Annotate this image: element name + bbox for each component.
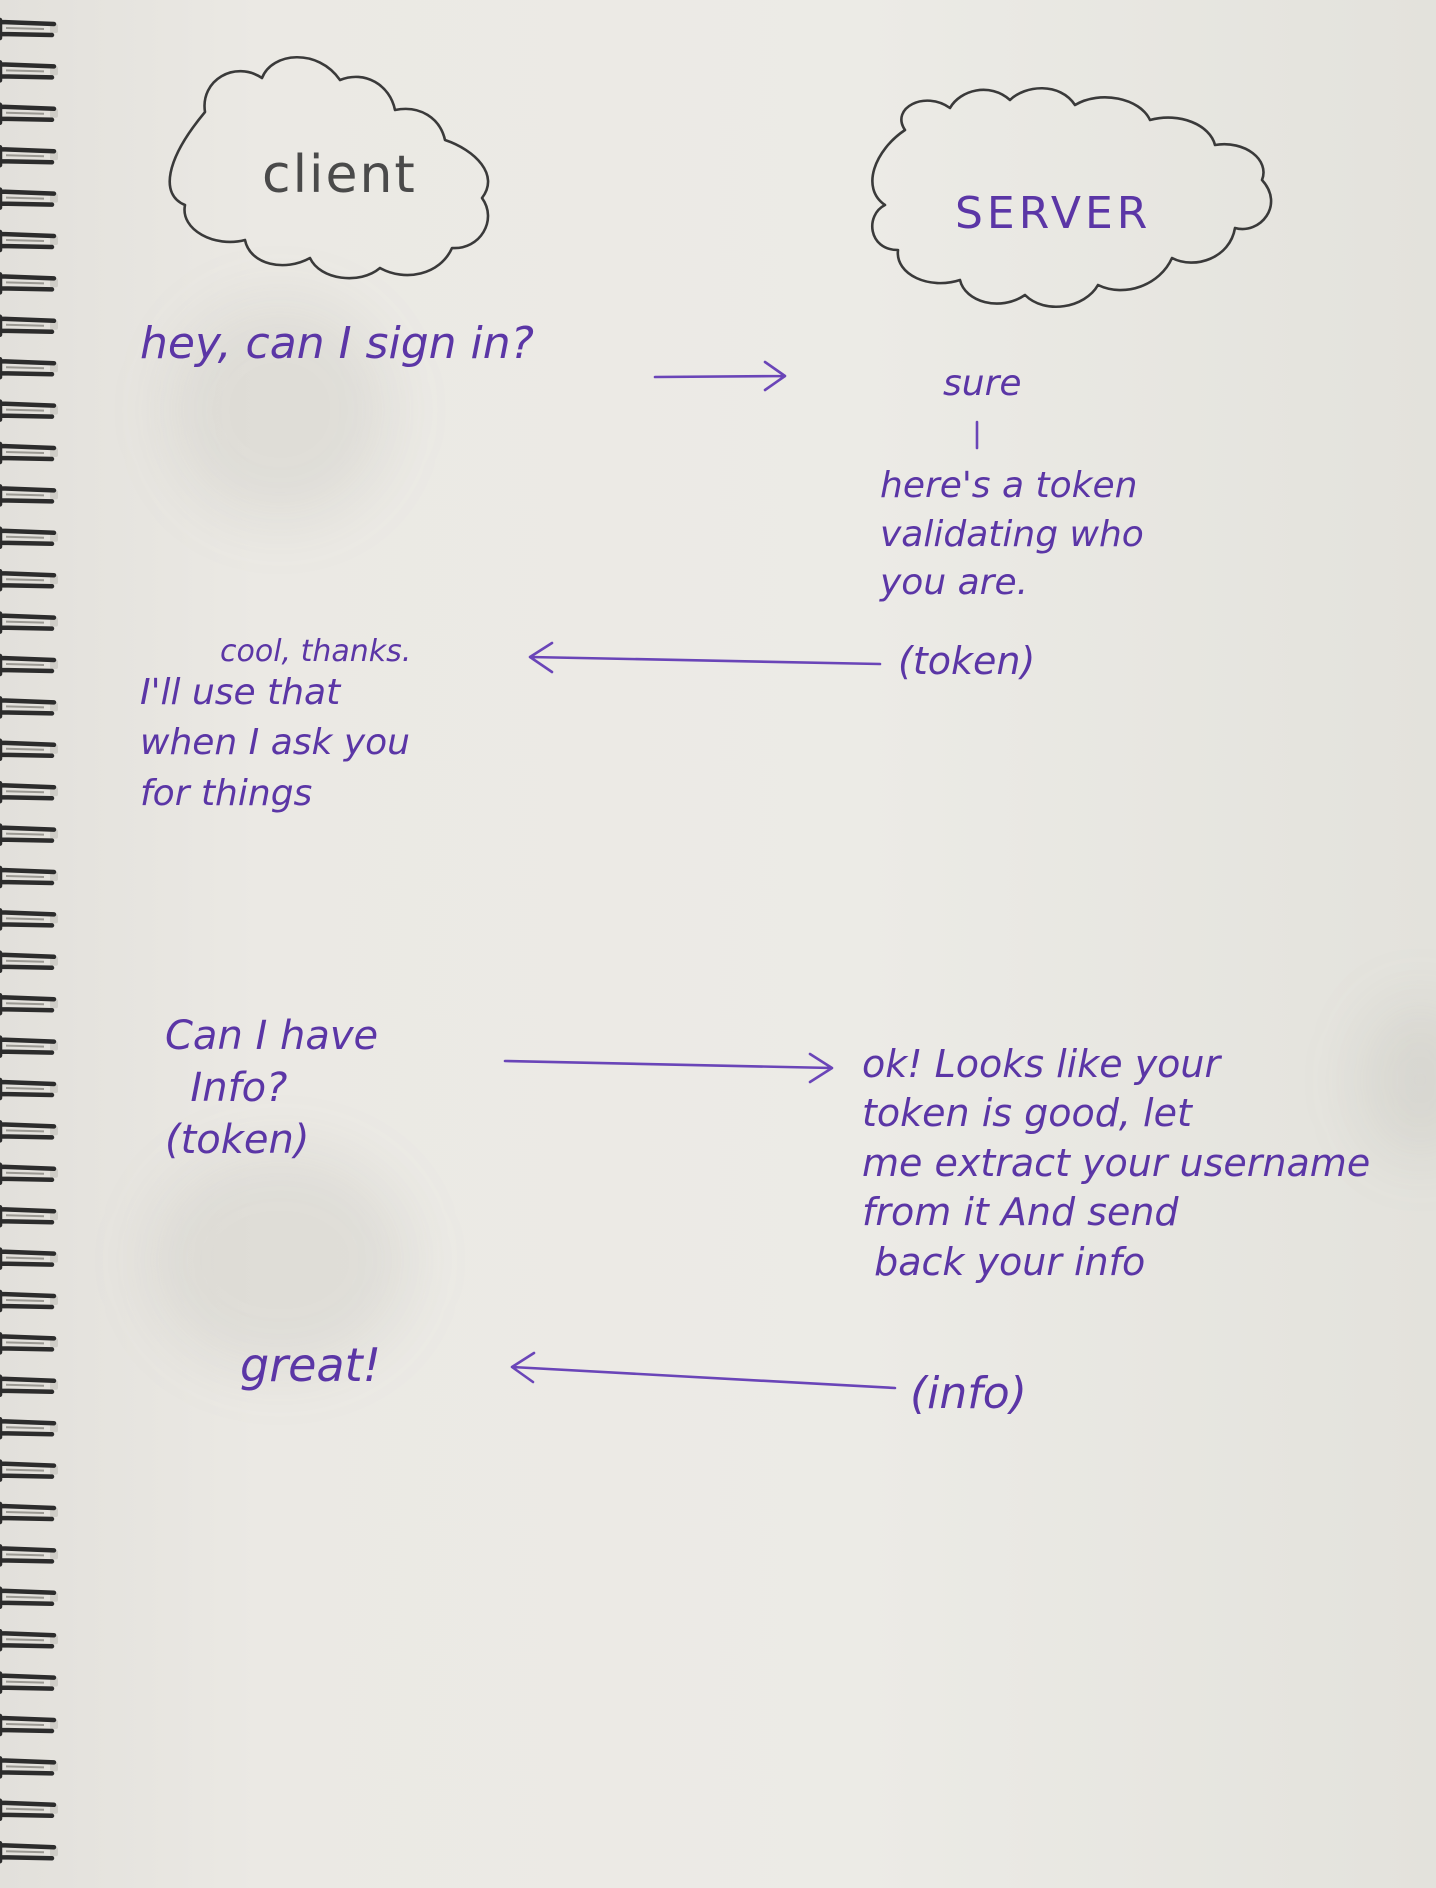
info-request: Can I have Info? (token) (165, 1013, 379, 1163)
spiral-ring (0, 1628, 58, 1652)
spiral-ring (0, 1501, 58, 1525)
spiral-ring (0, 1586, 58, 1610)
spiral-ring (0, 1247, 58, 1270)
spiral-ring (0, 1840, 58, 1864)
spiral-ring (0, 1459, 58, 1482)
arrow-token-to-client (528, 641, 882, 674)
paper-shadow (150, 1150, 410, 1370)
signin-reply: here's a token validating who you are. (880, 465, 1144, 604)
spiral-ring (0, 950, 58, 974)
spiral-ring (0, 229, 58, 253)
spiral-ring (0, 611, 58, 634)
paper-shadow (170, 300, 390, 520)
spiral-ring (0, 1162, 58, 1186)
spiral-ring (0, 272, 58, 295)
arrow-request-info (503, 1052, 834, 1084)
spiral-ring (0, 1077, 58, 1101)
signin-request: hey, can I sign in? (140, 318, 534, 369)
spiral-ring (0, 441, 58, 465)
spiral-ring (0, 484, 58, 507)
spiral-ring (0, 653, 58, 677)
spiral-ring (0, 992, 58, 1016)
arrow-request-signin (653, 360, 787, 392)
spiral-ring (0, 17, 58, 41)
spiral-ring (0, 1332, 58, 1355)
spiral-ring (0, 102, 58, 126)
server-label: SERVER (955, 188, 1152, 239)
signin-reply-top: sure (943, 363, 1022, 404)
info-payload: (info) (910, 1368, 1027, 1419)
client-cloud (168, 56, 490, 280)
spiral-binding (0, 17, 58, 1864)
spiral-ring (0, 399, 58, 422)
spiral-ring (0, 314, 58, 338)
spiral-ring (0, 526, 58, 550)
arrow-info-to-client (510, 1351, 897, 1390)
spiral-ring (0, 1756, 58, 1779)
spiral-ring (0, 865, 58, 889)
spiral-ring (0, 908, 58, 931)
spiral-ring (0, 823, 58, 846)
spiral-ring (0, 1374, 58, 1398)
client-ack-top: cool, thanks. (220, 634, 412, 669)
spiral-ring (0, 1416, 58, 1440)
spiral-ring (0, 1798, 58, 1822)
spiral-ring (0, 1204, 58, 1228)
spiral-ring (0, 1289, 58, 1313)
spiral-ring (0, 1035, 58, 1058)
spiral-ring (0, 738, 58, 762)
client-ack: I'll use that when I ask you for things (140, 672, 410, 814)
token-payload: (token) (898, 639, 1036, 683)
client-ack-great: great! (240, 1338, 382, 1392)
info-reply: ok! Looks like your token is good, let m… (862, 1042, 1371, 1284)
client-label: client (262, 145, 417, 205)
spiral-ring (0, 1713, 58, 1737)
server-cloud (870, 86, 1273, 309)
spiral-ring (0, 60, 58, 83)
spiral-ring (0, 356, 58, 380)
spiral-ring (0, 780, 58, 804)
spiral-ring (0, 568, 58, 592)
spiral-ring (0, 187, 58, 210)
spiral-ring (0, 696, 58, 719)
spiral-ring (0, 1120, 58, 1143)
spiral-ring (0, 1544, 58, 1567)
spiral-ring (0, 1671, 58, 1694)
spiral-ring (0, 144, 58, 168)
